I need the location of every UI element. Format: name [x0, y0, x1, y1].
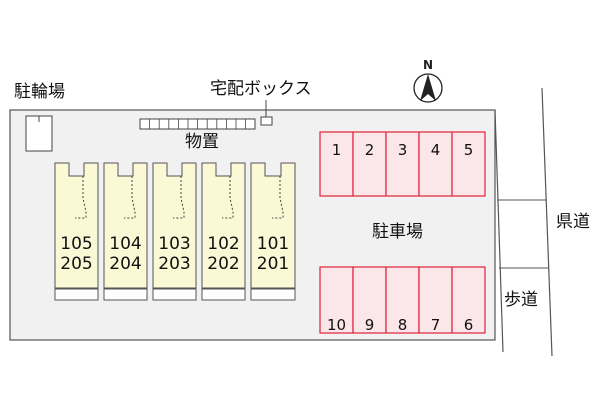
apartment-unit [103, 162, 148, 301]
parking-space-number: 1 [332, 141, 342, 159]
sidewalk-label: 歩道 [504, 290, 538, 310]
lower-unit-number: 201 [256, 254, 290, 274]
storage-label: 物置 [185, 132, 219, 152]
parking-row-top: 1 2 3 4 5 [319, 131, 486, 197]
parking-space-number: 7 [431, 316, 441, 334]
parking-lot-label: 駐車場 [372, 222, 423, 242]
delivery-box [260, 116, 273, 126]
prefectural-road-label: 県道 [556, 212, 590, 232]
apartment-unit [201, 162, 246, 301]
parking-space: 8 [385, 266, 420, 334]
storage-lockers [139, 118, 256, 130]
road-edge-left [494, 109, 504, 353]
apartment-unit [250, 162, 296, 301]
upper-unit-number: 103 [158, 234, 191, 254]
road-edge-right [541, 87, 553, 357]
apartment-unit [152, 162, 197, 301]
lower-unit-number: 204 [109, 254, 142, 274]
lower-unit-number: 203 [158, 254, 191, 274]
upper-unit-number: 101 [256, 234, 290, 254]
delivery-box-label: 宅配ボックス [210, 79, 312, 99]
parking-space-number: 9 [365, 316, 375, 334]
parking-space-number: 2 [365, 141, 375, 159]
parking-space-number: 6 [464, 316, 474, 334]
parking-space-number: 4 [431, 141, 441, 159]
parking-space-number: 8 [398, 316, 408, 334]
lower-unit-number: 205 [60, 254, 93, 274]
bicycle-parking-label: 駐輪場 [14, 82, 65, 102]
parking-space: 10 [319, 266, 354, 334]
parking-space: 3 [385, 131, 420, 197]
parking-space-number: 10 [327, 316, 346, 334]
parking-space-number: 5 [464, 141, 474, 159]
north-arrow-label: N [423, 58, 433, 72]
parking-space: 6 [451, 266, 486, 334]
lower-unit-number: 202 [207, 254, 240, 274]
parking-space-number: 3 [398, 141, 408, 159]
north-arrow: N [413, 58, 443, 103]
apartment-building [54, 162, 296, 301]
parking-space: 1 [319, 131, 354, 197]
upper-unit-number: 104 [109, 234, 142, 254]
apartment-unit [54, 162, 99, 301]
parking-space: 4 [418, 131, 453, 197]
parking-space: 2 [352, 131, 387, 197]
parking-space: 9 [352, 266, 387, 334]
parking-space: 7 [418, 266, 453, 334]
upper-unit-number: 102 [207, 234, 240, 254]
parking-row-bottom: 10 9 8 7 6 [319, 266, 486, 334]
parking-space: 5 [451, 131, 486, 197]
upper-unit-number: 105 [60, 234, 93, 254]
